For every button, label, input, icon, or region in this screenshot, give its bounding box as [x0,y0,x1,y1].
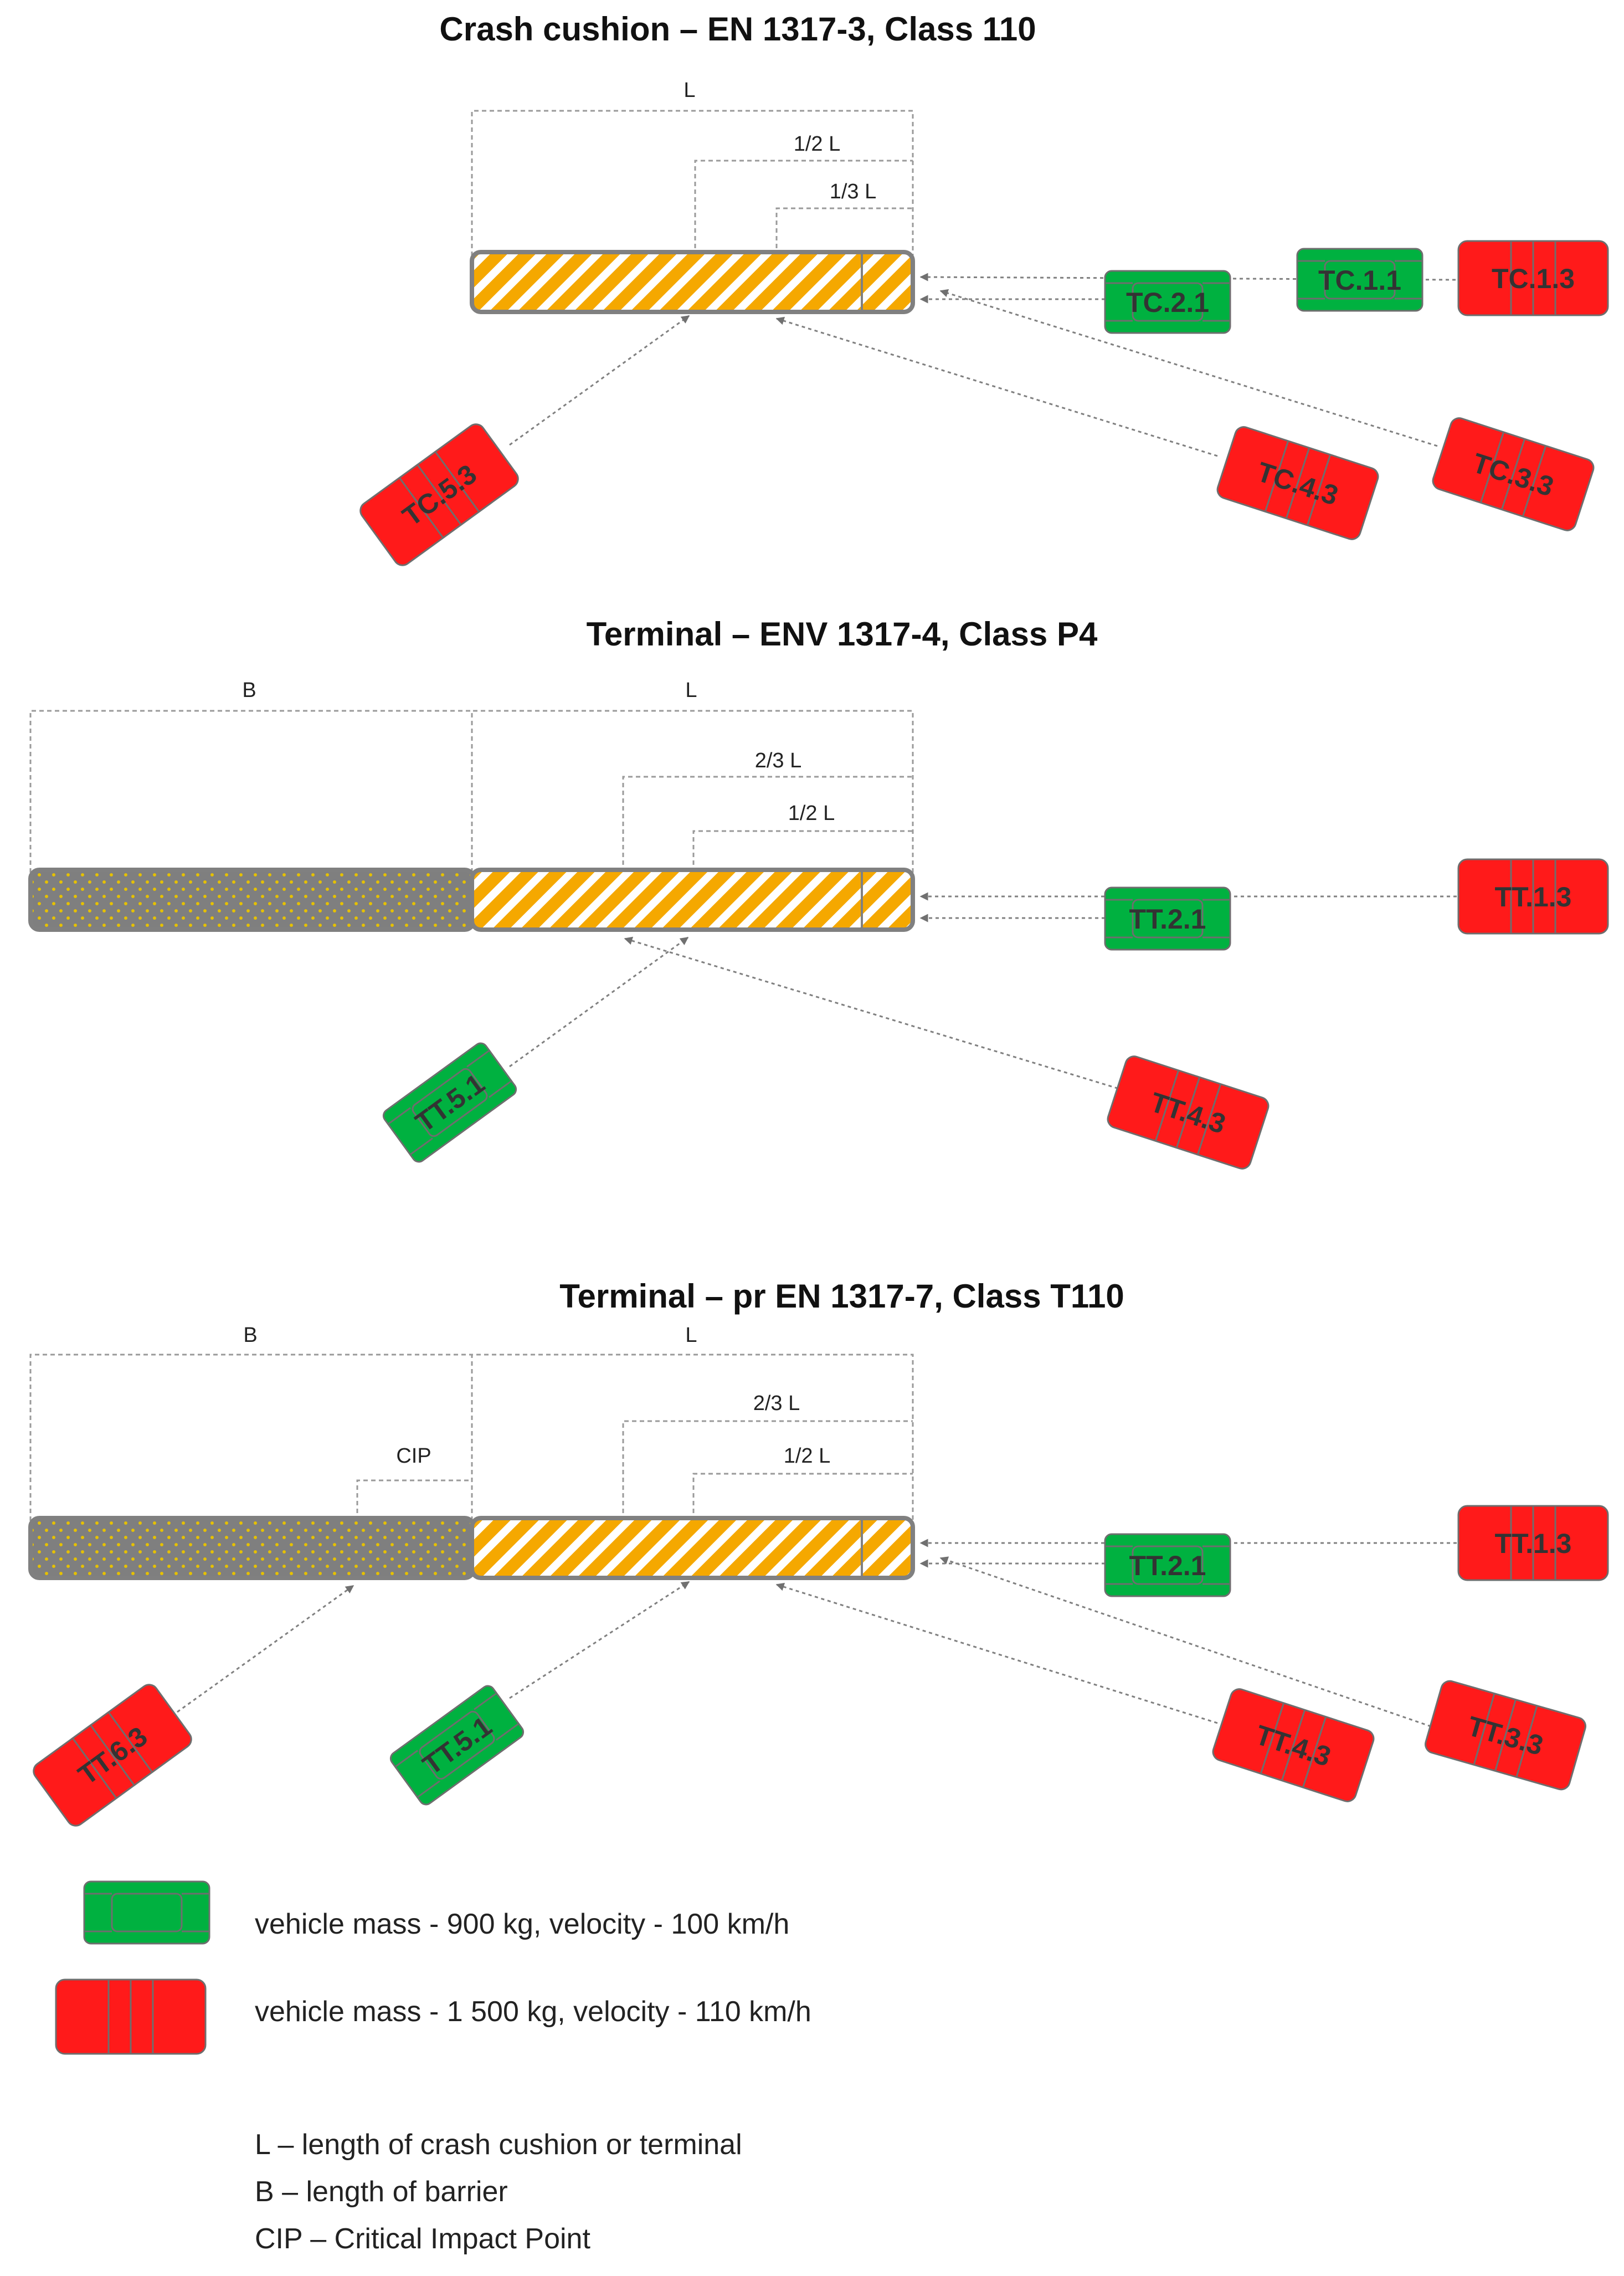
legend: vehicle mass - 900 kg, velocity - 100 km… [55,1880,811,2255]
vehicle-tc-4-3: TC.4.3 [1216,426,1379,540]
vehicle-label: TT.2.1 [1129,1550,1206,1581]
red-car-icon [1107,1055,1270,1170]
green-car-icon [382,1042,517,1163]
section-title: Terminal – pr EN 1317-7, Class T110 [559,1278,1124,1315]
dimension-line-half [694,160,913,256]
dimension-line-two-thirds [622,1420,913,1521]
trajectory-line [939,289,1438,447]
dimension-label: 1/2 L [794,132,841,156]
vehicle-tc-2-1: TC.2.1 [1104,270,1231,334]
dimension-line-b [29,1354,472,1521]
dimension-label: 1/3 L [830,180,877,203]
dimension-line-b [29,710,472,873]
dimension-line-two-thirds [622,776,913,873]
dimension-line-cip [356,1479,471,1521]
vehicle-tc-1-3: TC.1.3 [1457,240,1609,316]
dimension-line-l [471,1354,914,1521]
definition-cip: CIP – Critical Impact Point [255,2223,590,2255]
vehicle-label: TT.1.3 [1495,881,1572,913]
vehicle-label: TT.2.1 [1129,904,1206,935]
dimension-label: 2/3 L [755,749,802,772]
dimension-label: B [243,1324,257,1347]
dimension-line-third [775,207,913,256]
definition-l: L – length of crash cushion or terminal [255,2129,742,2161]
dimension-label: L [683,79,695,102]
vehicle-tc-1-1: TC.1.1 [1296,248,1423,312]
trajectory-line [509,936,689,1068]
vehicle-tc-5-3: TC.5.3 [359,423,519,566]
green-car-icon [1104,1533,1231,1597]
section-crash-cushion: Crash cushion – EN 1317-3, Class 110 L 1… [359,11,1609,566]
section-terminal-p4: Terminal – ENV 1317-4, Class P4 B L 2/3 … [28,616,1609,1170]
red-car-icon [1425,1680,1586,1791]
legend-text: vehicle mass - 900 kg, velocity - 100 km… [255,1908,789,1940]
section-terminal-t110: Terminal – pr EN 1317-7, Class T110 B L … [28,1278,1609,1827]
legend-item-green: vehicle mass - 900 kg, velocity - 100 km… [83,1880,789,1945]
trajectory-line [939,1556,1438,1730]
red-car-icon [1457,240,1609,316]
vehicle-tt-4-3: TT.4.3 [1107,1055,1270,1170]
red-car-icon [1216,426,1379,540]
vehicle-tt-6-3: TT.6.3 [33,1684,192,1827]
legend-item-red: vehicle mass - 1 500 kg, velocity - 110 … [55,1978,811,2055]
trajectory-line [509,315,690,446]
vehicle-tt-3-3: TT.3.3 [1425,1680,1586,1791]
dimension-label: 1/2 L [784,1444,831,1468]
red-car-icon [55,1978,207,2055]
trajectory-line [624,936,1125,1091]
barrier-bar [28,868,476,932]
definition-b: B – length of barrier [255,2176,508,2208]
legend-text: vehicle mass - 1 500 kg, velocity - 110 … [255,1996,811,2028]
dimension-label: 2/3 L [753,1392,800,1415]
trajectory-line [775,1582,1218,1724]
vehicle-label: TC.2.1 [1126,287,1209,318]
red-car-icon [1457,1505,1609,1581]
vehicle-tt-5-1: TT.5.1 [389,1685,525,1806]
vehicle-tt-1-3: TT.1.3 [1457,858,1609,935]
green-car-icon [1296,248,1423,312]
red-car-icon [359,423,519,566]
vehicle-tt-5-1: TT.5.1 [382,1042,517,1163]
green-car-icon [83,1880,210,1945]
dimension-line-l [471,710,914,873]
trajectory-line [509,1581,690,1699]
vehicle-label: TT.1.3 [1495,1528,1572,1559]
dimension-line-l [471,110,914,256]
red-car-icon [1212,1688,1375,1802]
green-car-icon [1104,886,1231,951]
section-title: Terminal – ENV 1317-4, Class P4 [587,616,1098,653]
dimension-label: L [685,1324,697,1347]
dimension-label: CIP [396,1444,431,1468]
dimension-label: L [685,679,697,702]
vehicle-tt-2-1: TT.2.1 [1104,1533,1231,1597]
vehicle-tt-4-3: TT.4.3 [1212,1688,1375,1802]
vehicle-tc-3-3: TC.3.3 [1432,417,1595,531]
trajectory-line [177,1585,354,1713]
vehicle-label: TC.1.3 [1492,263,1575,294]
vehicle-tt-2-1: TT.2.1 [1104,886,1231,951]
dimension-label: B [242,679,256,702]
barrier-bar [28,1516,476,1580]
vehicle-tt-1-3: TT.1.3 [1457,1505,1609,1581]
green-car-icon [1104,270,1231,334]
trajectory-line [775,316,1218,457]
dimension-label: 1/2 L [788,802,835,825]
dimension-line-half [692,830,913,873]
red-car-icon [1432,417,1595,531]
dimension-line-half [692,1473,913,1521]
terminal-bar [470,868,915,932]
section-title: Crash cushion – EN 1317-3, Class 110 [439,11,1036,48]
red-car-icon [1457,858,1609,935]
red-car-icon [33,1684,192,1827]
crash-cushion-bar [470,250,915,314]
green-car-icon [389,1685,525,1806]
vehicle-label: TC.1.1 [1318,265,1401,296]
terminal-bar [470,1516,915,1580]
